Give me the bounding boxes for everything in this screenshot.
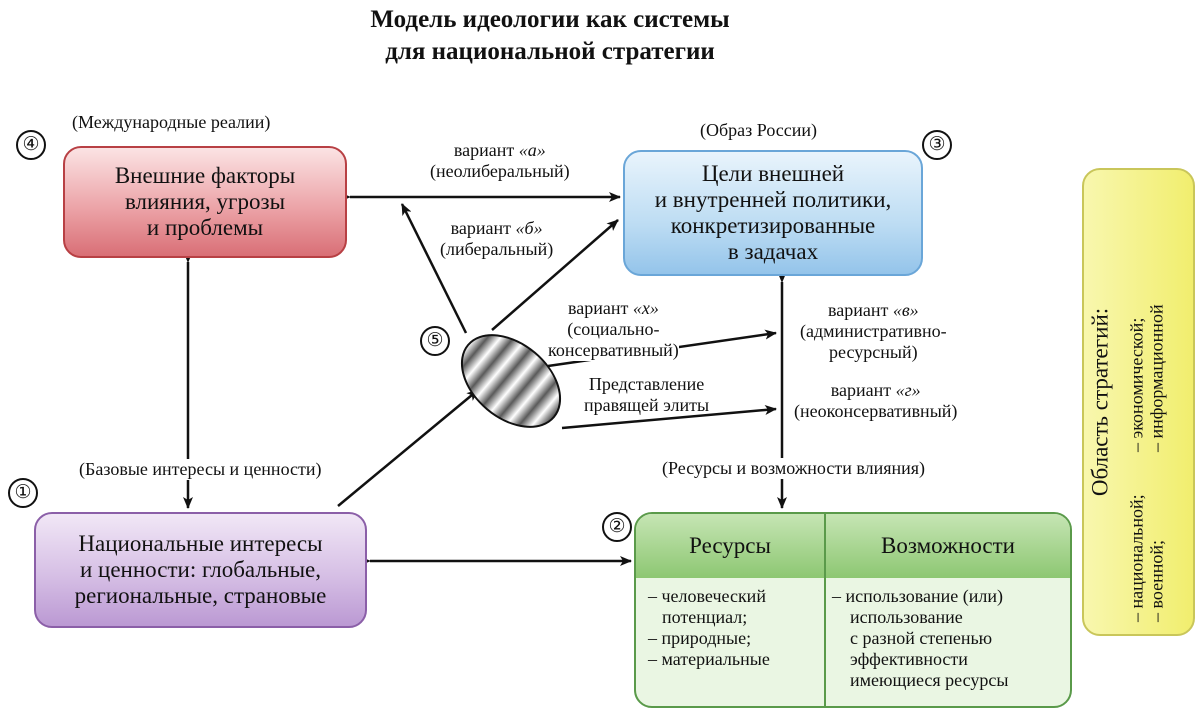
resources-header (636, 514, 1070, 578)
number-4: ④ (16, 130, 46, 160)
number-2: ② (602, 512, 632, 542)
variant-v-desc1: (административно- (800, 321, 947, 341)
national-interests-box: Национальные интересы и ценности: глобал… (34, 512, 367, 628)
variant-b-prefix: вариант (450, 218, 516, 238)
variant-x-letter: «х» (632, 298, 659, 318)
national-line: и ценности: глобальные, (79, 557, 322, 582)
goals-line: конкретизированные (670, 213, 876, 238)
arrow-ellipse-goals (491, 219, 619, 331)
external-line: влияния, угрозы (124, 189, 286, 214)
number-5: ⑤ (420, 326, 450, 356)
list-item: имеющиеся ресурсы (850, 670, 1009, 690)
number-3: ③ (922, 130, 952, 160)
resources-divider (824, 514, 826, 706)
list-item: – материальные (648, 649, 770, 669)
external-line: и проблемы (146, 215, 264, 240)
caption-resources-influence: (Ресурсы и возможности влияния) (660, 458, 928, 479)
page-title-line1: Модель идеологии как системы (370, 6, 730, 33)
list-item: эффективности (850, 649, 968, 669)
strategies-box: Область стратегий: – национальной; – вое… (1082, 168, 1195, 636)
strategy-item: – экономической; (1126, 317, 1146, 452)
list-item: – природные; (648, 628, 752, 648)
strategy-item: – национальной; (1126, 494, 1146, 622)
resources-list: – человеческий потенциал; – природные; –… (648, 586, 770, 670)
arrow-ellipse-external (400, 203, 468, 334)
variant-g-letter: «г» (895, 380, 921, 400)
elite-ellipse (460, 334, 562, 428)
page-title-line2: для национальной стратегии (385, 38, 715, 65)
variant-g-desc: (неоконсервативный) (794, 401, 958, 421)
variant-b-label: вариант «б» (либеральный) (440, 218, 553, 260)
resources-title: Ресурсы (689, 533, 771, 558)
strategies-col2: – экономической; – информационной (1126, 304, 1166, 452)
caption-international: (Международные реалии) (72, 112, 271, 132)
list-item: – человеческий (648, 586, 766, 606)
list-item: использование (850, 607, 963, 627)
strategies-content: Область стратегий: – национальной; – вое… (1086, 182, 1191, 622)
external-factors-box: Внешние факторы влияния, угрозы и пробле… (63, 146, 347, 258)
arrow-national-ellipse (337, 389, 479, 507)
variant-a-desc: (неолиберальный) (430, 161, 570, 181)
caption-base-interests: (Базовые интересы и ценности) (77, 459, 324, 480)
variant-g-label: вариант «г» (неоконсервативный) (794, 380, 957, 422)
list-item: – использование (или) (832, 586, 1003, 606)
variant-a-letter: «а» (518, 140, 546, 160)
variant-x-desc2: консервативный) (548, 340, 679, 360)
goals-line: в задачах (727, 239, 819, 264)
variant-x-prefix: вариант (567, 298, 633, 318)
strategy-item: – военной; (1146, 540, 1166, 622)
strategies-col1: – национальной; – военной; (1126, 494, 1166, 622)
resources-box: Ресурсы Возможности – человеческий потен… (634, 512, 1072, 708)
goals-line: Цели внешней (701, 161, 845, 186)
variant-v-label: вариант «в» (административно- ресурсный) (800, 300, 947, 363)
external-line: Внешние факторы (114, 163, 296, 188)
variant-a-label: вариант «а» (неолиберальный) (430, 140, 570, 182)
caption-russia-image: (Образ России) (700, 120, 817, 140)
list-item: потенциал; (662, 607, 748, 627)
goals-line: и внутренней политики, (654, 187, 892, 212)
policy-goals-box: Цели внешней и внутренней политики, конк… (623, 150, 923, 276)
list-item: с разной степенью (850, 628, 993, 648)
variant-x-desc1: (социально- (567, 319, 660, 339)
variant-g-prefix: вариант (830, 380, 896, 400)
elite-label: Представление правящей элиты (584, 374, 709, 416)
number-1: ① (8, 478, 38, 508)
opportunities-title: Возможности (881, 533, 1015, 558)
variant-b-desc: (либеральный) (440, 239, 554, 259)
elite-line: Представление (588, 374, 705, 394)
variant-v-prefix: вариант (827, 300, 893, 320)
variant-v-desc2: ресурсный) (829, 342, 918, 362)
variant-a-prefix: вариант (453, 140, 519, 160)
variant-b-letter: «б» (515, 218, 543, 238)
strategies-title: Область стратегий: (1087, 307, 1112, 497)
arrow-variant-g (561, 404, 777, 430)
elite-line: правящей элиты (584, 395, 710, 415)
national-line: Национальные интересы (78, 531, 323, 556)
strategy-item: – информационной (1146, 304, 1166, 452)
opportunities-list: – использование (или) использование с ра… (832, 586, 1008, 691)
variant-v-letter: «в» (892, 300, 919, 320)
variant-x-label: вариант «х» (социально- консервативный) (548, 298, 679, 361)
national-line: региональные, страновые (74, 583, 327, 608)
